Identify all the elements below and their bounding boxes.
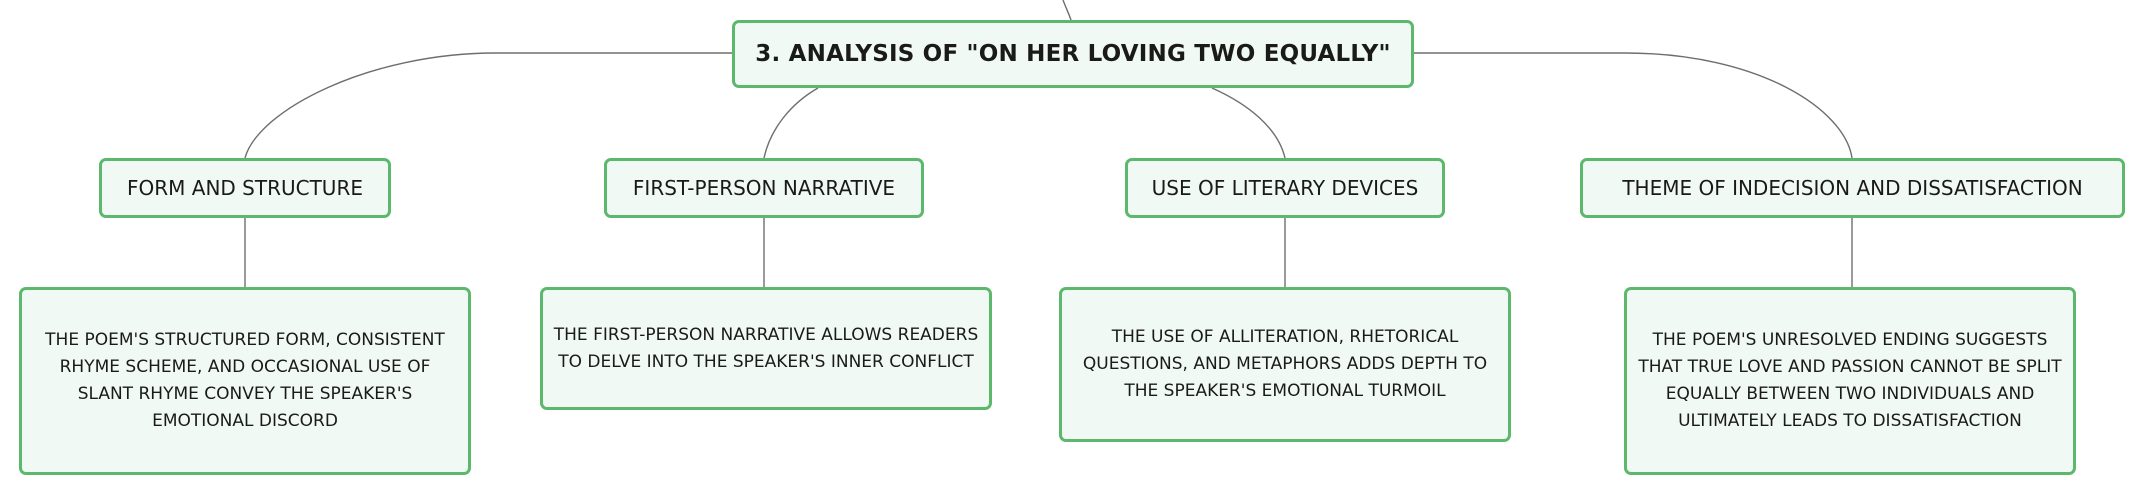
branch-node-literary-devices[interactable]: USE OF LITERARY DEVICES — [1125, 158, 1445, 218]
detail-node-indecision-theme[interactable]: THE POEM'S UNRESOLVED ENDING SUGGESTS TH… — [1624, 287, 2076, 475]
connector-root-to-first-person-narrative — [763, 87, 819, 159]
root-topic-label: 3. ANALYSIS OF "ON HER LOVING TWO EQUALL… — [755, 41, 1391, 67]
detail-node-first-person-narrative[interactable]: THE FIRST-PERSON NARRATIVE ALLOWS READER… — [540, 287, 992, 410]
detail-text: THE POEM'S STRUCTURED FORM, CONSISTENT R… — [45, 330, 445, 431]
branch-node-first-person-narrative[interactable]: FIRST-PERSON NARRATIVE — [604, 158, 924, 218]
root-topic-node[interactable]: 3. ANALYSIS OF "ON HER LOVING TWO EQUALL… — [732, 20, 1414, 88]
branch-node-indecision-theme[interactable]: THEME OF INDECISION AND DISSATISFACTION — [1580, 158, 2125, 218]
branch-label: FORM AND STRUCTURE — [127, 176, 363, 200]
branch-label: THEME OF INDECISION AND DISSATISFACTION — [1622, 176, 2083, 200]
detail-node-form-and-structure[interactable]: THE POEM'S STRUCTURED FORM, CONSISTENT R… — [19, 287, 471, 475]
detail-text: THE FIRST-PERSON NARRATIVE ALLOWS READER… — [553, 324, 979, 372]
branch-label: USE OF LITERARY DEVICES — [1151, 176, 1419, 200]
detail-text: THE POEM'S UNRESOLVED ENDING SUGGESTS TH… — [1638, 330, 2062, 431]
connector-root-to-form-and-structure — [244, 52, 732, 159]
connector-root-to-indecision-theme — [1414, 52, 1853, 159]
detail-node-literary-devices[interactable]: THE USE OF ALLITERATION, RHETORICAL QUES… — [1059, 287, 1511, 442]
branch-label: FIRST-PERSON NARRATIVE — [632, 176, 896, 200]
connector-from-parent — [1062, 0, 1072, 21]
connector-root-to-literary-devices — [1211, 87, 1286, 159]
branch-node-form-and-structure[interactable]: FORM AND STRUCTURE — [99, 158, 391, 218]
detail-text: THE USE OF ALLITERATION, RHETORICAL QUES… — [1082, 327, 1488, 401]
